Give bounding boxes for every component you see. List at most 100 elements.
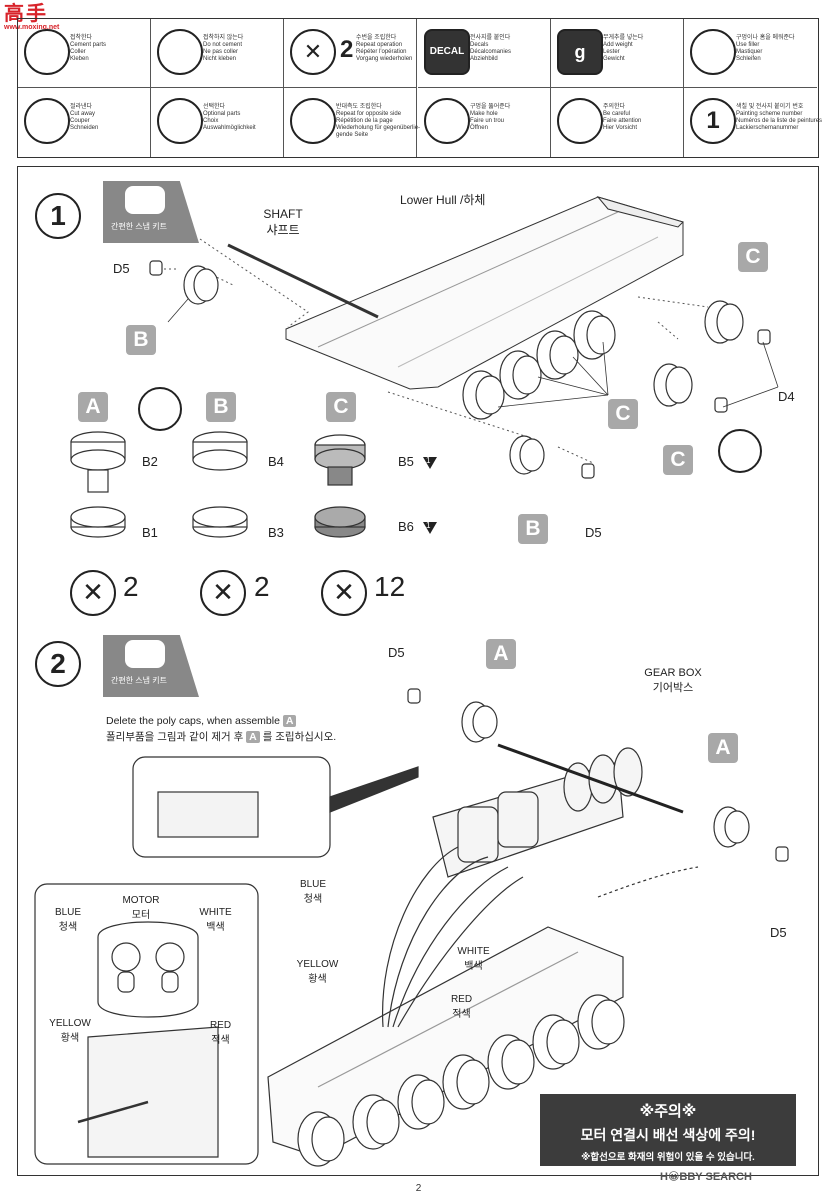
sub-a-bottom-part: B1 (142, 525, 158, 540)
inset-motor-en: MOTOR (122, 895, 160, 906)
subassembly-drawings (70, 431, 366, 538)
legend-line: Mastiquer (736, 49, 763, 55)
legend-line: Kleben (70, 56, 89, 62)
dash-guides (164, 238, 709, 464)
main-red-en: RED (450, 994, 473, 1005)
sub-c-top-part: B5 (398, 454, 414, 469)
legend-line: Repeat for opposite side (336, 111, 402, 117)
legend-line: Couper (70, 118, 90, 124)
legend-line: 접착한다 (70, 35, 93, 41)
legend-line: Use filler (736, 42, 760, 48)
legend-line: 전사지를 붙인다 (470, 35, 511, 41)
inset-yellow-kr: 황색 (60, 1033, 80, 1044)
careful-icon (557, 98, 603, 144)
inset-white-label: WHITE 백색 (193, 907, 238, 933)
legend-line: Schneiden (70, 125, 99, 131)
main-yellow-en: YELLOW (296, 959, 339, 970)
wire-curves (381, 846, 699, 1028)
main-white-en: WHITE (457, 946, 490, 957)
repeat-icon-b: ✕ (200, 570, 246, 616)
cement-icon (24, 29, 70, 75)
gearbox-drawing (407, 688, 789, 878)
cut-icon (24, 98, 70, 144)
legend-repeat-number: 2 (340, 36, 354, 63)
legend-line: 접착하지 않는다 (203, 35, 244, 41)
part-d4: D4 (778, 389, 795, 404)
snap-kit-badge-step1: 간편한 스냅 키트 (103, 181, 199, 243)
step2-road-wheels (297, 994, 625, 1167)
legend-line: 구멍을 뚫어준다 (470, 104, 511, 110)
inset-red-label: RED 적색 (203, 1020, 238, 1046)
letter-c-box-3: C (663, 445, 693, 475)
weight-icon: g (557, 29, 603, 75)
legend-line: Öffnen (470, 125, 488, 131)
sub-a-box: A (78, 392, 108, 422)
page-number: 2 (415, 1183, 422, 1194)
no-cement-icon (157, 29, 203, 75)
main-blue-en: BLUE (299, 879, 327, 890)
legend-line: Be careful (603, 111, 631, 117)
step-1-number: 1 (35, 193, 81, 239)
legend-line: Make hole (470, 111, 498, 117)
gearbox-label: GEAR BOX 기어박스 (638, 667, 708, 695)
legend-line: Coller (70, 49, 86, 55)
sub-a-top-part: B2 (142, 454, 158, 469)
part-d5-bottom: D5 (585, 525, 602, 540)
inset-yellow-en: YELLOW (49, 1018, 91, 1029)
legend-line: Wiederholung für gegenüberlie- (336, 125, 421, 131)
legend-line: Optional parts (203, 111, 241, 117)
snap-kit-icon (125, 186, 165, 214)
opposite-side-icon (718, 429, 762, 473)
legend-line: 무게추를 넣는다 (603, 35, 644, 41)
step2-letter-a-2: A (708, 733, 738, 763)
pointer-lines (167, 298, 779, 408)
legend-line: 구멍이나 홈을 메워준다 (736, 35, 795, 41)
sub-c-bottom-mark: 1 (426, 521, 431, 530)
poly-cap-note: Delete the poly caps, when assemble A 폴리… (106, 713, 336, 745)
legend-line: 절라낸다 (70, 104, 93, 110)
sub-c-box: C (326, 392, 356, 422)
letter-c-box-1: C (738, 242, 768, 272)
step2-d5-top: D5 (388, 645, 405, 660)
filler-icon (690, 29, 736, 75)
repeat-icon-c: ✕ (321, 570, 367, 616)
shaft-label-en: SHAFT (263, 207, 303, 221)
shaft-label: SHAFT 샤프트 (263, 207, 303, 238)
lower-hull-drawing (285, 196, 684, 390)
snap-kit-icon-2 (125, 640, 165, 668)
inset-blue-en: BLUE (54, 907, 82, 918)
sub-b-box: B (206, 392, 236, 422)
gearbox-label-en: GEAR BOX (644, 667, 702, 679)
shaft-label-kr: 샤프트 (266, 223, 300, 237)
legend-line: Lackierschemanummer (736, 125, 799, 131)
legend-line: Schleifen (736, 56, 761, 62)
lower-hull-label: Lower Hull /하체 (400, 193, 486, 207)
logo-title: 高手 (4, 3, 48, 25)
careful-icon-small (138, 387, 182, 431)
legend-line: 주의한다 (603, 104, 626, 110)
legend-line: 색칠 및 전사지 붙이기 번호 (736, 104, 804, 110)
inset-motor-kr: 모터 (131, 910, 151, 921)
repeat-count-b: 2 (254, 571, 270, 602)
note-kr-text-b: 를 조립하십시오. (262, 731, 337, 743)
shaft-drawing (227, 243, 379, 319)
sub-c-top-mark: 1 (426, 456, 431, 465)
note-en-text: Delete the poly caps, when assemble (106, 715, 280, 727)
legend-line: Abziehbild (470, 56, 498, 62)
repeat-icon: ✕2 (290, 29, 353, 75)
logo-subtitle: www.moxing.net (4, 24, 60, 31)
